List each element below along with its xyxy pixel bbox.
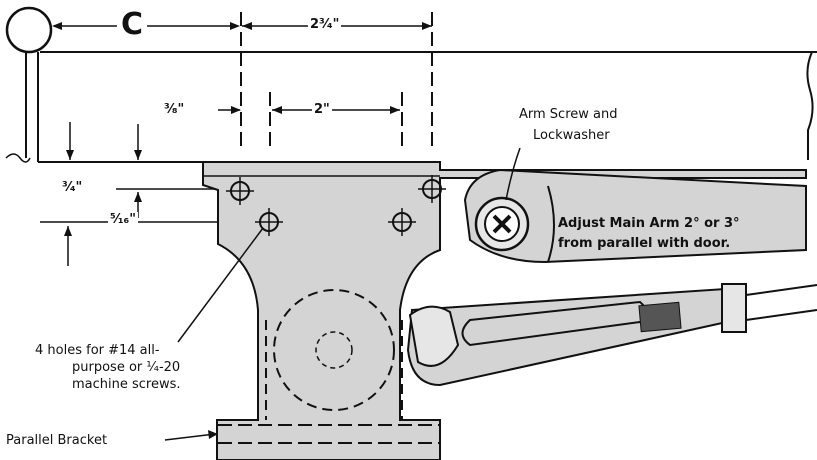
screw-hole-top-left: [226, 177, 254, 205]
screw-hole-bottom-right: [388, 208, 416, 236]
dim-two: 2": [312, 102, 332, 117]
c-arrow-right: [230, 22, 240, 30]
rod-end: [745, 284, 817, 321]
dim-c: C: [117, 10, 148, 40]
dim-three-quarters: ³⁄₄": [60, 180, 85, 195]
door-right-end: [806, 51, 814, 160]
lower-arm-nut: [721, 283, 747, 333]
screw-hole-top-right: [418, 175, 446, 203]
main-arm-edge: [547, 185, 555, 263]
d2-arrow-left: [272, 106, 282, 114]
screw-hole-bottom-left: [255, 208, 283, 236]
adjust-label-2: from parallel with door.: [558, 236, 731, 251]
adjust-label-1: Adjust Main Arm 2° or 3°: [558, 216, 740, 231]
d38-arrow: [231, 106, 241, 114]
arm-screw-cross: [492, 214, 512, 234]
holes-label-1: 4 holes for #14 all-: [35, 343, 160, 358]
tick-arrow-1-head: [66, 150, 74, 160]
d234-arrow-left: [242, 22, 252, 30]
dim-five-sixteenths: ⁵⁄₁₆": [108, 212, 139, 227]
hidden-center-circle: [315, 331, 353, 369]
bracket-body: [202, 161, 807, 460]
d34-vert-head: [134, 192, 142, 202]
tick-arrow-2-head: [134, 150, 142, 160]
wall-break: [5, 153, 31, 163]
lower-arm: [406, 286, 747, 387]
d516-vert-head: [64, 226, 72, 236]
hidden-closer-circle: [273, 289, 395, 411]
holes-label-3: machine screws.: [72, 377, 181, 392]
arm-screw-label-2: Lockwasher: [533, 128, 610, 143]
dim-two-three-quarters: 2³⁄₄": [308, 17, 342, 32]
arm-screw-label-1: Arm Screw and: [519, 107, 618, 122]
holes-label-2: purpose or ¹⁄₄-20: [72, 360, 181, 375]
arm-screw-leader: [505, 147, 521, 201]
bracket-leader-head: [208, 430, 218, 439]
bracket-leader: [164, 433, 216, 441]
clevis: [408, 305, 460, 367]
lower-arm-thread: [638, 301, 682, 333]
hinge-circle: [5, 6, 53, 54]
parallel-bracket-label: Parallel Bracket: [6, 433, 108, 448]
holes-leader: [177, 227, 264, 343]
d234-arrow-right: [422, 22, 432, 30]
d2-arrow-right: [390, 106, 400, 114]
c-arrow-left: [52, 22, 62, 30]
dim-three-eighths: ³⁄₈": [162, 102, 187, 117]
